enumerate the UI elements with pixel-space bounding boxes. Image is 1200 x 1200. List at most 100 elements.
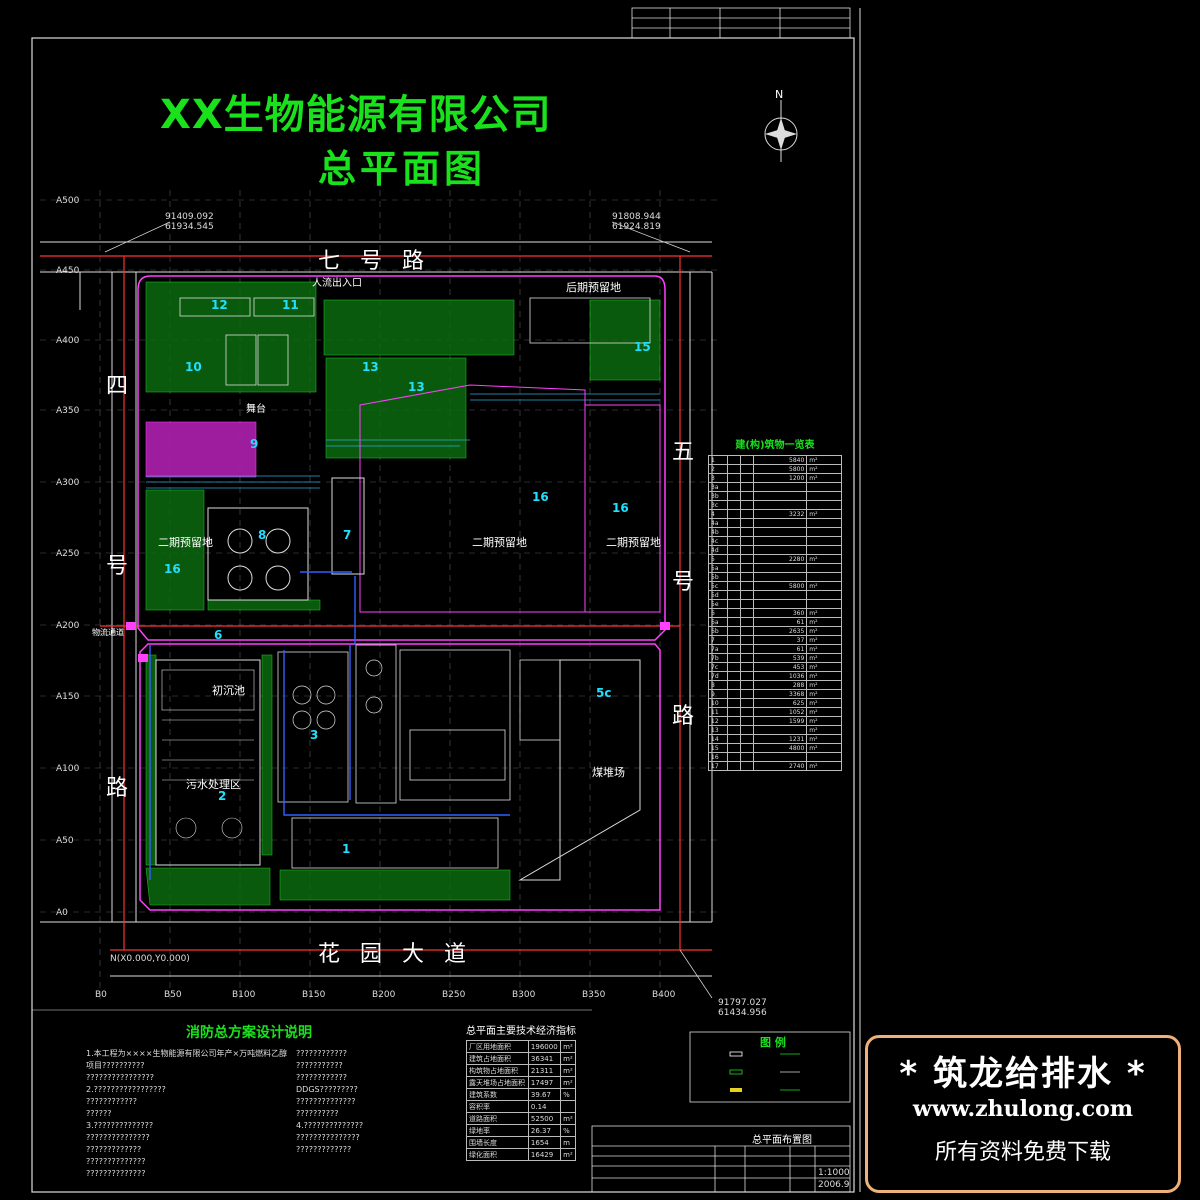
- building-list-cell: 3c: [708, 500, 728, 510]
- building-list-cell: [726, 482, 742, 492]
- tech-table-cell: 容积率: [466, 1100, 529, 1113]
- building-list-cell: [753, 545, 808, 555]
- building-list-row: 3a: [708, 482, 842, 492]
- building-list-cell: 5c: [708, 581, 728, 591]
- building-list-cell: 4800: [753, 743, 808, 753]
- building-list-cell: m²: [806, 509, 842, 519]
- grid-label: B300: [512, 990, 536, 1000]
- building-list-cell: m²: [806, 734, 842, 744]
- fire-note-line: 4.??????????????: [296, 1121, 364, 1130]
- building-list-cell: [740, 491, 755, 501]
- fire-note-line: 3.??????????????: [86, 1121, 154, 1130]
- building-list-cell: [726, 644, 742, 654]
- building-list-cell: m²: [806, 671, 842, 681]
- building-number: 16: [164, 562, 181, 576]
- label-sewage-area: 污水处理区: [186, 778, 241, 791]
- tech-table-title: 总平面主要技术经济指标: [466, 1026, 576, 1037]
- building-list-cell: [753, 563, 808, 573]
- building-list-cell: m²: [806, 716, 842, 726]
- building-list-cell: [726, 671, 742, 681]
- building-list-cell: [726, 716, 742, 726]
- tech-table-cell: 17497: [527, 1076, 562, 1089]
- building-list-cell: 1036: [753, 671, 808, 681]
- building-list-cell: m²: [806, 743, 842, 753]
- tech-table-cell: 26.37: [527, 1124, 562, 1137]
- watermark-url[interactable]: www.zhulong.com: [912, 1096, 1134, 1122]
- label-entrance: 人流出入口: [312, 278, 362, 289]
- building-list-cell: m²: [806, 689, 842, 699]
- building-list-cell: [740, 608, 755, 618]
- building-list-cell: 7b: [708, 653, 728, 663]
- building-list-cell: 5a: [708, 563, 728, 573]
- building-list-cell: 3: [708, 473, 728, 483]
- building-list-cell: [740, 536, 755, 546]
- building-list-cell: 6: [708, 608, 728, 618]
- building-number: 3: [310, 728, 319, 742]
- building-list-cell: [740, 761, 755, 771]
- tech-table-cell: 围墙长度: [466, 1136, 529, 1149]
- building-list-cell: [740, 590, 755, 600]
- building-list-cell: [740, 473, 755, 483]
- grid-label: B400: [652, 990, 676, 1000]
- watermark-box[interactable]: * 筑龙给排水 * www.zhulong.com 所有资料免费下载: [865, 1035, 1181, 1193]
- road-north: 七号路: [318, 249, 445, 274]
- building-list-cell: [740, 455, 755, 465]
- building-number: 5c: [596, 686, 612, 700]
- building-list-cell: [806, 599, 842, 609]
- label-coal-yard: 煤堆场: [592, 766, 625, 779]
- building-list-cell: [740, 581, 755, 591]
- road-west-2: 号: [106, 554, 129, 579]
- building-list-cell: [740, 626, 755, 636]
- building-number: 13: [408, 380, 425, 394]
- drawing-scale: 1:1000: [818, 1168, 850, 1178]
- building-list-cell: 360: [753, 608, 808, 618]
- building-list-cell: 7d: [708, 671, 728, 681]
- building-list-cell: 61: [753, 617, 808, 627]
- building-list-cell: m²: [806, 617, 842, 627]
- building-list-cell: 4c: [708, 536, 728, 546]
- building-list-cell: [726, 734, 742, 744]
- building-list-cell: [753, 572, 808, 582]
- grid-label: A150: [56, 692, 80, 702]
- tech-table-cell: %: [560, 1088, 576, 1101]
- building-list-cell: 15: [708, 743, 728, 753]
- building-list-cell: [726, 527, 742, 537]
- building-list-cell: 2: [708, 464, 728, 474]
- building-list-cell: 1052: [753, 707, 808, 717]
- building-list-cell: [740, 599, 755, 609]
- building-list-cell: [726, 761, 742, 771]
- grid-label: A50: [56, 836, 74, 846]
- building-list-cell: [740, 518, 755, 528]
- label-primary-settling: 初沉池: [212, 684, 245, 697]
- building-list-cell: 17: [708, 761, 728, 771]
- building-list-cell: [726, 473, 742, 483]
- building-list-cell: [740, 653, 755, 663]
- building-list-cell: [726, 572, 742, 582]
- building-list-cell: 4a: [708, 518, 728, 528]
- building-list-row: 4d: [708, 545, 842, 555]
- building-list-cell: [726, 545, 742, 555]
- building-list-cell: [753, 491, 808, 501]
- building-list-cell: [726, 662, 742, 672]
- grid-label: B250: [442, 990, 466, 1000]
- fire-note-line: ??????: [86, 1109, 112, 1118]
- building-list-cell: [740, 725, 755, 735]
- fire-note-line: ????????????????: [86, 1073, 154, 1082]
- tech-table-cell: m²: [560, 1052, 576, 1065]
- grid-label: A200: [56, 621, 80, 631]
- building-list-cell: 14: [708, 734, 728, 744]
